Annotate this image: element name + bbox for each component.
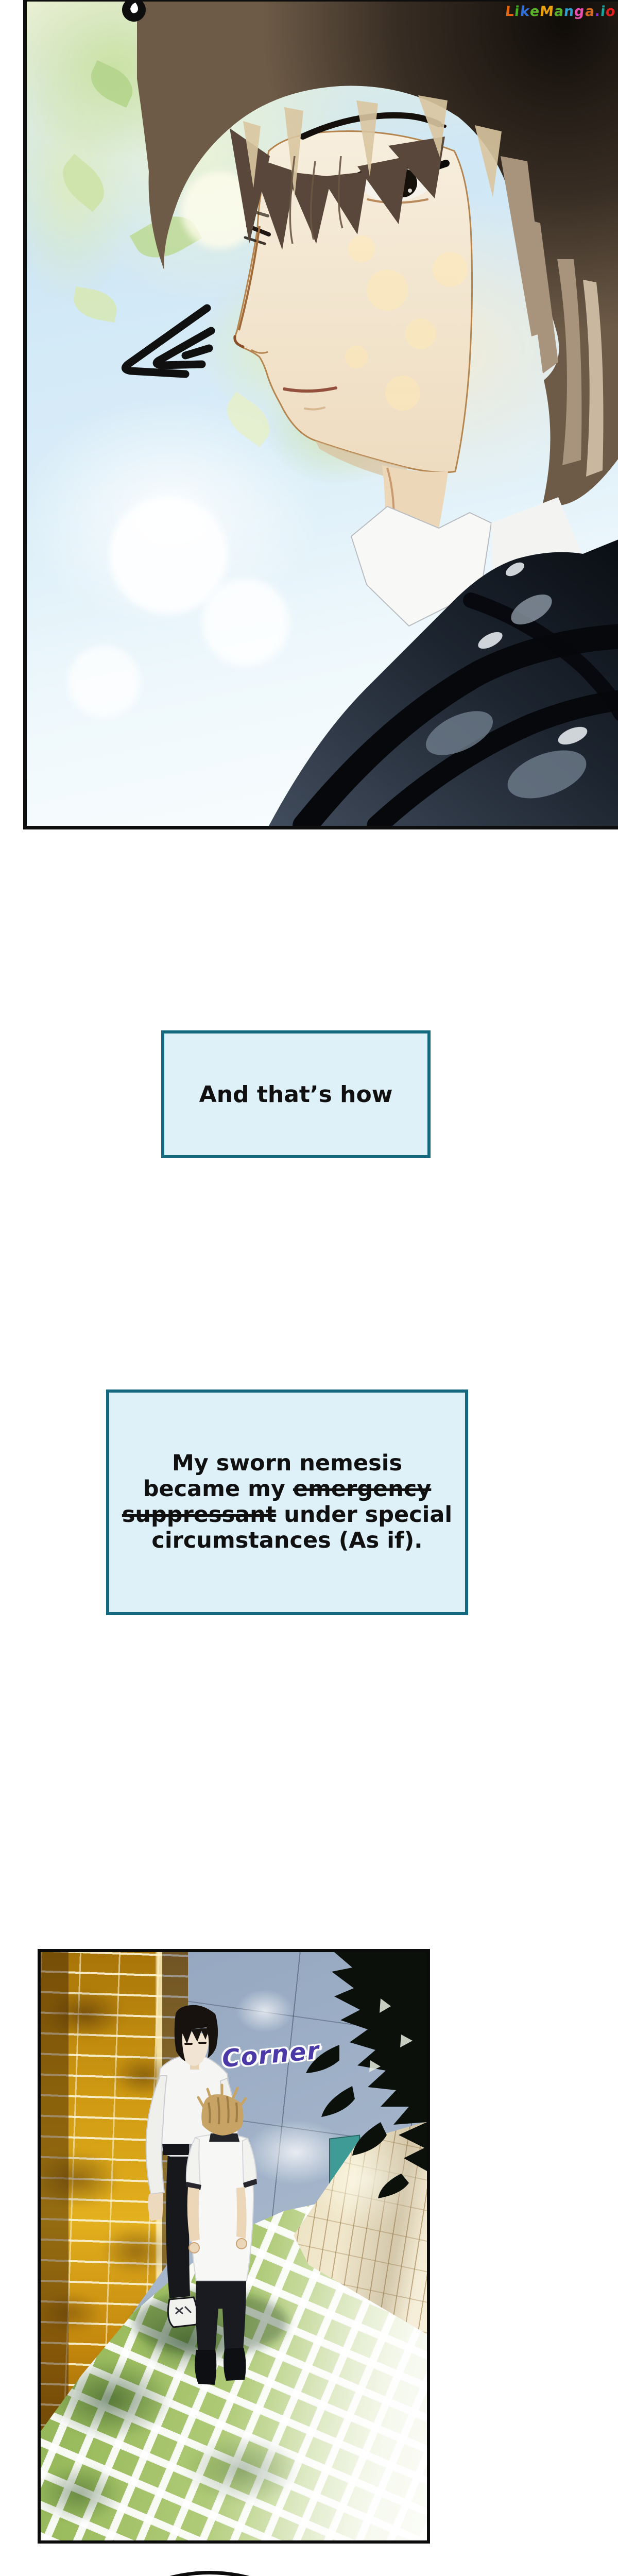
watermark-letter: M	[539, 4, 555, 20]
struck-text: emergency	[293, 1476, 432, 1502]
bokeh-light	[202, 579, 289, 666]
caption-text: became my emergency	[143, 1476, 432, 1502]
short-character	[185, 2083, 258, 2385]
nose	[238, 226, 261, 331]
emphasis-dot-icon	[122, 2, 146, 22]
struck-text: suppressant	[122, 1502, 277, 1528]
character-portrait-illustration	[137, 2, 618, 826]
bokeh-light	[109, 496, 228, 615]
caption-text: And that’s how	[199, 1081, 393, 1108]
foliage-silhouette	[306, 1952, 427, 2198]
panel-portrait: LikeManga.io	[23, 0, 618, 829]
watermark-letter: g	[573, 4, 586, 20]
caption-text: circumstances (As if).	[151, 1527, 423, 1553]
panel-corner-scene: Corner	[38, 1949, 430, 2544]
bokeh-light	[68, 646, 140, 718]
annoyance-squiggle-icon	[122, 304, 215, 378]
caption-text: My sworn nemesis	[171, 1450, 403, 1477]
mouth	[283, 386, 337, 393]
caption-box-2: My sworn nemesis became my emergency sup…	[106, 1389, 468, 1615]
characters-illustration	[133, 2005, 288, 2385]
caption-box-1: And that’s how	[161, 1030, 431, 1158]
watermark-letter: o	[605, 4, 617, 20]
caption-text: suppressant under special	[122, 1502, 453, 1528]
speech-bubble	[59, 2571, 360, 2576]
watermark: LikeManga.io	[505, 4, 617, 20]
